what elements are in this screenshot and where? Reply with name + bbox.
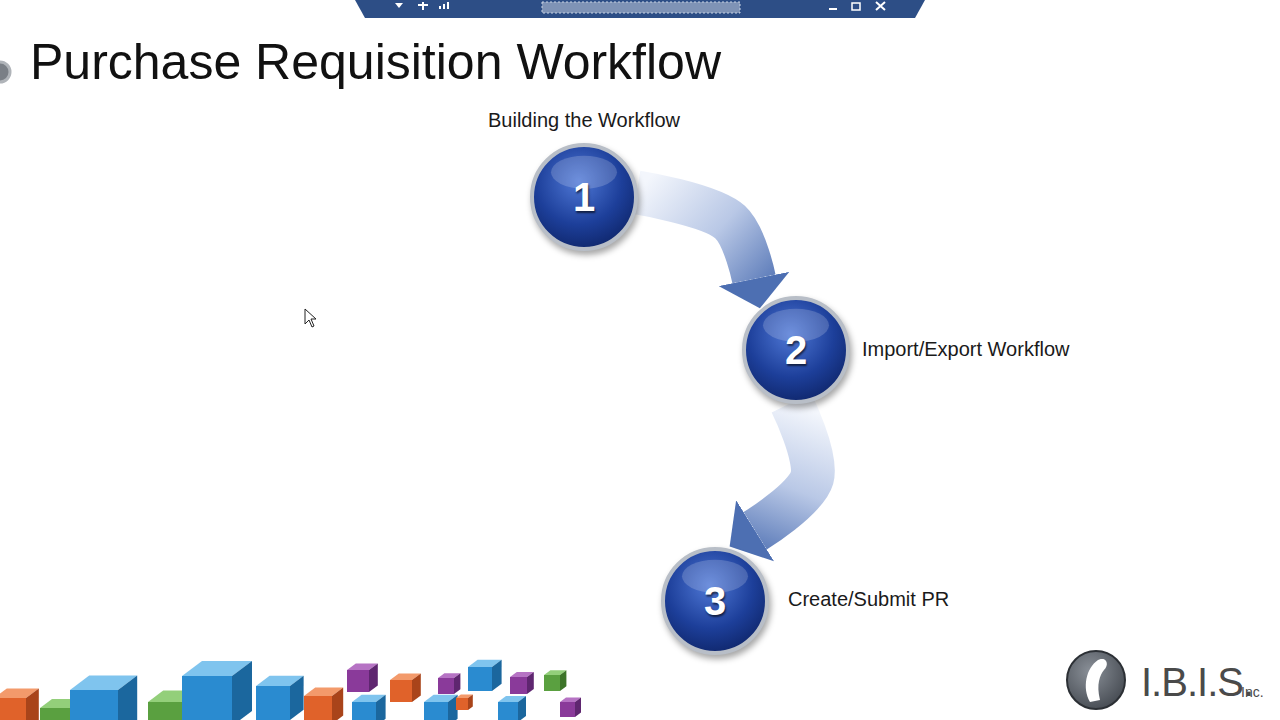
- step-number: 1: [529, 142, 639, 252]
- logo-text: I.B.I.S.: [1141, 660, 1253, 705]
- step-number: 2: [741, 295, 851, 405]
- logo-mark: [1067, 651, 1125, 709]
- cube-decoration: [0, 660, 581, 720]
- step-label: Building the Workflow: [488, 108, 680, 132]
- step-circle: 2Import/Export Workflow: [741, 295, 851, 405]
- step-circle: 3Create/Submit PR: [660, 546, 770, 656]
- window-toolbar: [355, 0, 925, 18]
- curved-arrow: [637, 192, 754, 279]
- step-label: Import/Export Workflow: [862, 337, 1069, 361]
- mouse-cursor: [305, 309, 316, 327]
- curved-arrow: [755, 403, 813, 531]
- step-label: Create/Submit PR: [788, 587, 949, 611]
- step-circle: 1Building the Workflow: [529, 142, 639, 252]
- bullet-mark: [0, 62, 10, 82]
- step-number: 3: [660, 546, 770, 656]
- logo-text: Inc.: [1241, 684, 1264, 700]
- slide-title: Purchase Requisition Workflow: [30, 36, 721, 88]
